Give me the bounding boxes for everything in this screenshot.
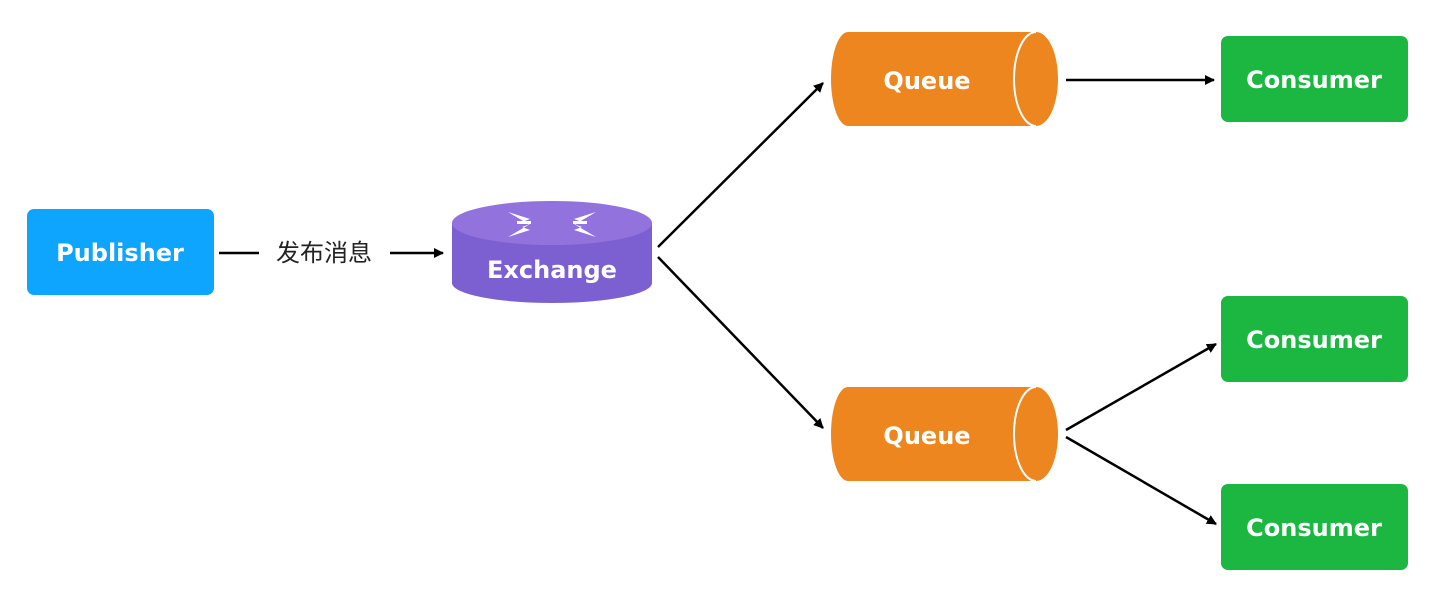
edge-publisher-exchange: 发布消息 bbox=[219, 239, 444, 267]
exchange-top bbox=[452, 201, 652, 245]
queue-top-node[interactable]: Queue bbox=[831, 31, 1058, 127]
edge-publish-label: 发布消息 bbox=[276, 239, 372, 267]
queue-top-end-curve bbox=[1013, 31, 1037, 127]
queue-top-label: Queue bbox=[883, 67, 970, 95]
edge-exchange-queue-bottom bbox=[657, 256, 824, 429]
consumer-2-label: Consumer bbox=[1246, 326, 1382, 354]
queue-bottom-node[interactable]: Queue bbox=[831, 386, 1058, 482]
publisher-node[interactable]: Publisher bbox=[27, 209, 214, 295]
consumer-node-1[interactable]: Consumer bbox=[1221, 36, 1408, 122]
queue-bottom-body bbox=[831, 387, 1058, 481]
exchange-body bbox=[452, 223, 652, 303]
exchange-node[interactable]: Exchange bbox=[452, 201, 652, 303]
exchange-label: Exchange bbox=[487, 256, 617, 284]
consumer-node-3[interactable]: Consumer bbox=[1221, 484, 1408, 570]
router-arrows-icon bbox=[508, 212, 596, 237]
edge-queue-bottom-consumer-2 bbox=[1065, 342, 1217, 432]
publisher-label: Publisher bbox=[56, 239, 184, 267]
queue-bottom-label: Queue bbox=[883, 422, 970, 450]
queue-top-body bbox=[831, 32, 1058, 126]
edge-exchange-queue-top bbox=[657, 82, 824, 248]
consumer-1-label: Consumer bbox=[1246, 66, 1382, 94]
consumer-node-2[interactable]: Consumer bbox=[1221, 296, 1408, 382]
edge-queue-bottom-consumer-3 bbox=[1065, 435, 1217, 526]
queue-bottom-end-curve bbox=[1013, 386, 1037, 482]
consumer-3-label: Consumer bbox=[1246, 514, 1382, 542]
